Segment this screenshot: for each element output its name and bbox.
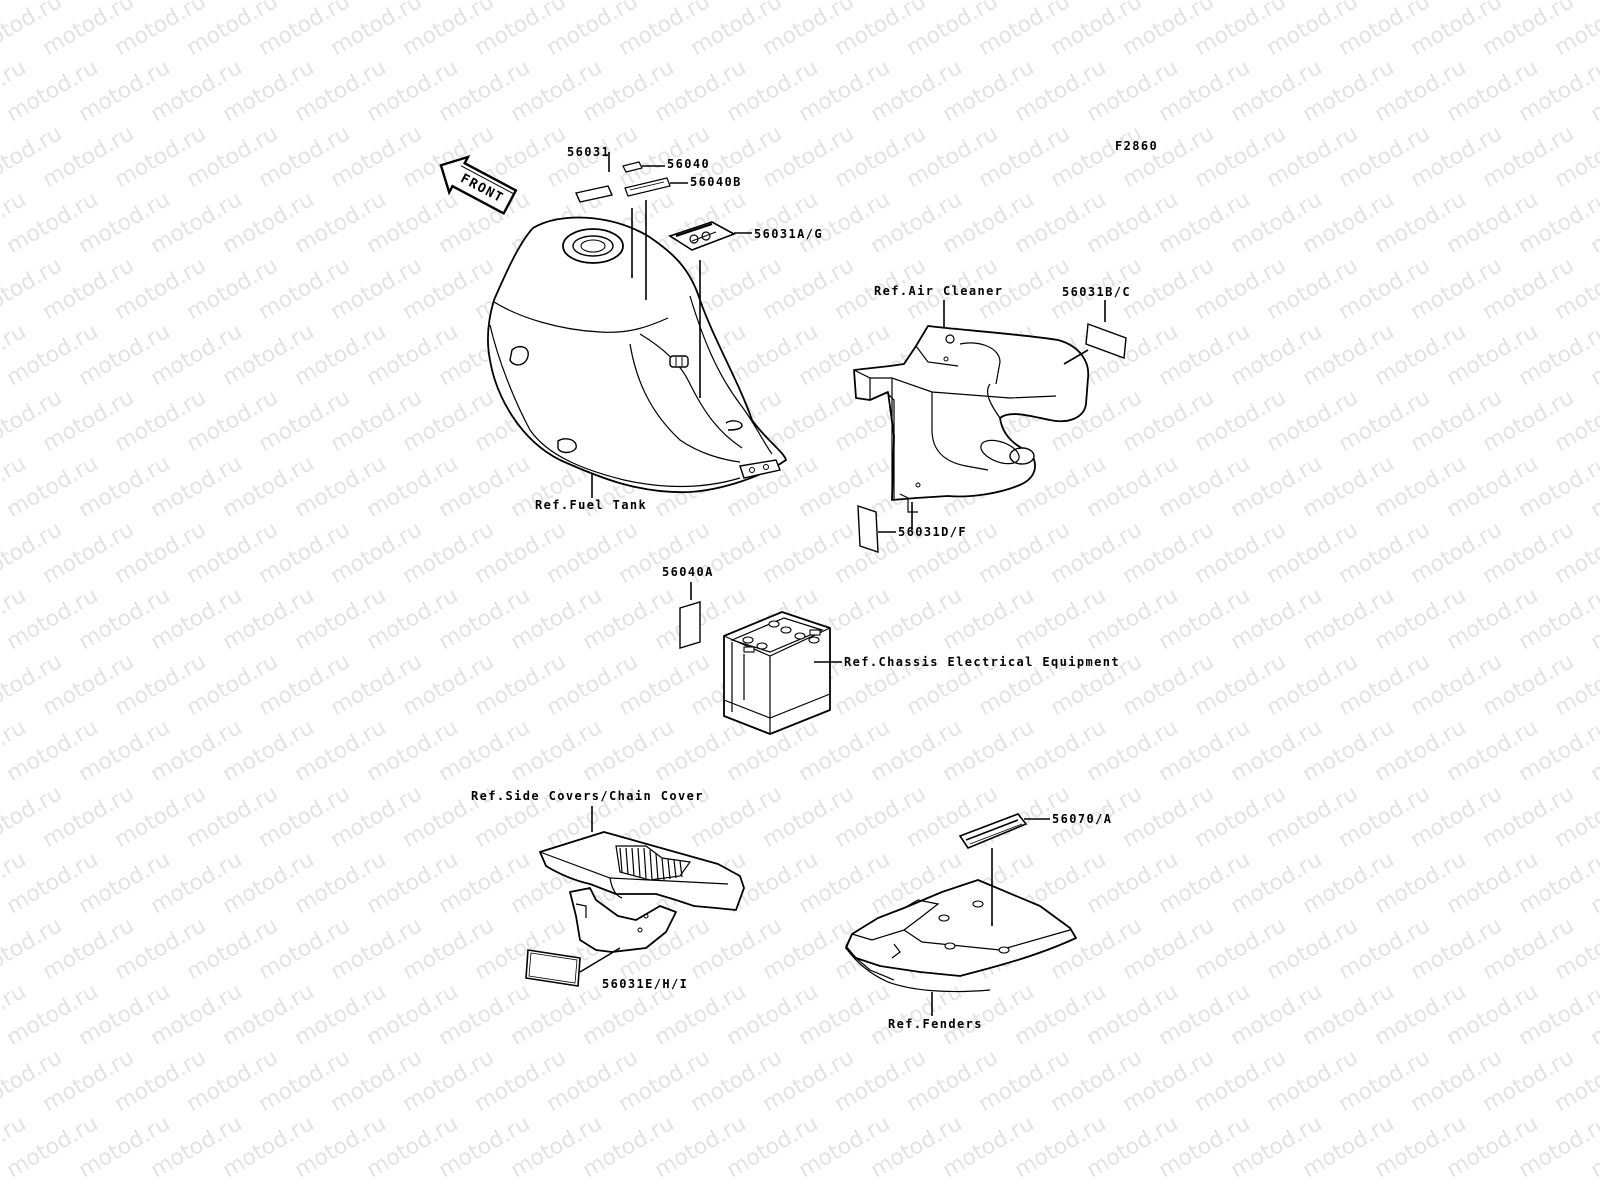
callout-56031: 56031 — [567, 145, 610, 159]
tank-label-56040B-decal — [624, 177, 671, 197]
tank-label-56031AG-decal — [668, 221, 736, 251]
chain-cover-illustration — [539, 831, 745, 953]
callout-56031EHI: 56031E/H/I — [602, 977, 688, 991]
callout-56031BC: 56031B/C — [1062, 285, 1131, 299]
ref-side-covers: Ref.Side Covers/Chain Cover — [471, 789, 704, 803]
ref-air-cleaner: Ref.Air Cleaner — [874, 284, 1003, 298]
air-cleaner-label-56031DF-decal — [857, 505, 879, 553]
callout-56031AG: 56031A/G — [754, 227, 823, 241]
figure-code: F2860 — [1115, 139, 1158, 153]
air-cleaner-label-56031BC-decal — [1085, 323, 1127, 359]
tank-label-56040-decal — [622, 161, 643, 173]
chain-cover-label-56031EHI-decal — [525, 949, 581, 987]
callout-56040A: 56040A — [662, 565, 714, 579]
fuel-tank-illustration — [487, 216, 787, 494]
callout-56031DF: 56031D/F — [898, 525, 967, 539]
fender-label-56070A-decal — [958, 813, 1028, 849]
ref-fenders: Ref.Fenders — [888, 1017, 983, 1031]
air-cleaner-illustration — [853, 325, 1090, 513]
callout-56070A: 56070/A — [1052, 812, 1112, 826]
tank-label-56031-decal — [575, 185, 613, 203]
fender-illustration — [845, 879, 1077, 993]
ref-chassis-electrical: Ref.Chassis Electrical Equipment — [844, 655, 1120, 669]
front-arrow-icon: FRONT — [439, 155, 518, 216]
callout-56040B: 56040B — [690, 175, 742, 189]
battery-illustration — [723, 611, 831, 735]
ref-fuel-tank: Ref.Fuel Tank — [535, 498, 647, 512]
battery-label-56040A-decal — [679, 601, 701, 649]
callout-56040: 56040 — [667, 157, 710, 171]
